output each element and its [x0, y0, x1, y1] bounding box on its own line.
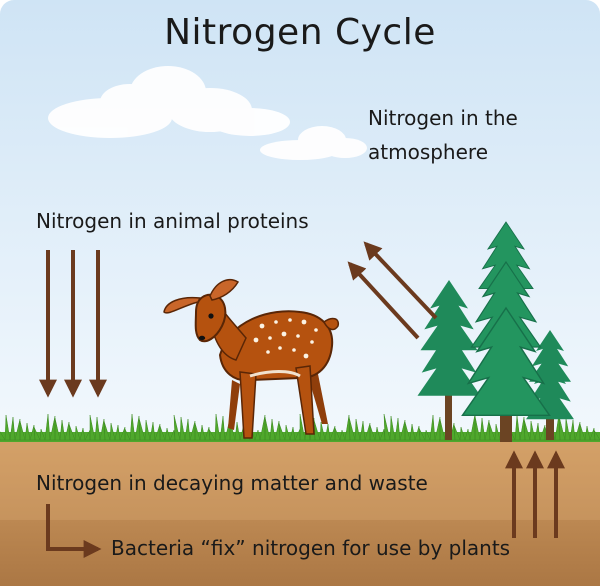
soil-layer	[0, 440, 600, 586]
arrow-icon	[347, 241, 438, 340]
pine-tree-icon	[417, 280, 481, 440]
label-nitrogen-decaying-matter: Nitrogen in decaying matter and waste	[36, 471, 428, 495]
label-bacteria-fix-nitrogen: Bacteria “fix” nitrogen for use by plant…	[111, 536, 511, 560]
label-nitrogen-atmosphere: Nitrogen in the atmosphere	[368, 106, 518, 164]
label-nitrogen-animal-proteins: Nitrogen in animal proteins	[36, 209, 309, 233]
grass-strip	[0, 413, 600, 442]
pine-tree-icon	[526, 330, 574, 440]
pine-tree-icon	[461, 221, 551, 442]
cloud-icon	[260, 126, 367, 160]
soil-topsoil	[0, 440, 600, 520]
arrow-icon	[505, 450, 565, 538]
cloud-icon	[48, 66, 290, 138]
arrow-icon	[39, 250, 107, 398]
arrow-icon	[46, 504, 102, 558]
deer-icon	[163, 278, 340, 439]
diagram-title: Nitrogen Cycle	[164, 12, 436, 53]
